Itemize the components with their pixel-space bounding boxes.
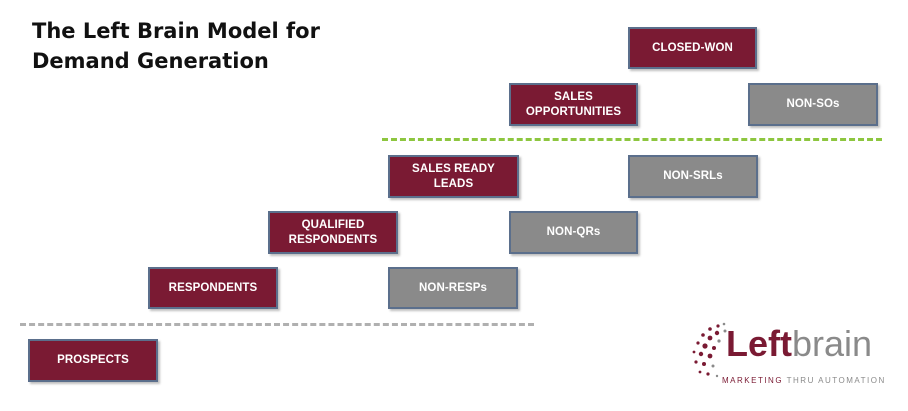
stage-prospects: PROSPECTS	[28, 339, 158, 382]
non-stage-non-qrs: NON-QRs	[509, 211, 638, 254]
logo-tagline: MARKETING THRU AUTOMATION	[722, 376, 886, 385]
non-stage-non-resps: NON-RESPs	[388, 267, 518, 309]
stage-qualified-respondents: QUALIFIED RESPONDENTS	[268, 211, 398, 254]
stage-closed-won: CLOSED-WON	[628, 27, 757, 69]
stage-sales-opportunities: SALES OPPORTUNITIES	[509, 83, 638, 126]
dot-cluster-icon	[692, 322, 727, 378]
leftbrain-logo: Leftbrain MARKETING THRU AUTOMATION	[690, 320, 890, 392]
stage-respondents: RESPONDENTS	[148, 267, 278, 309]
non-stage-non-srls: NON-SRLs	[628, 155, 758, 198]
title-line-2: Demand Generation	[32, 49, 269, 73]
title-line-1: The Left Brain Model for	[32, 19, 320, 43]
response-threshold-line	[20, 323, 534, 326]
non-stage-non-sos: NON-SOs	[748, 83, 878, 126]
logo-wordmark: Leftbrain	[726, 323, 873, 364]
stage-sales-ready-leads: SALES READY LEADS	[388, 155, 519, 198]
page-title: The Left Brain Model for Demand Generati…	[32, 16, 320, 76]
sales-threshold-line	[382, 138, 882, 141]
